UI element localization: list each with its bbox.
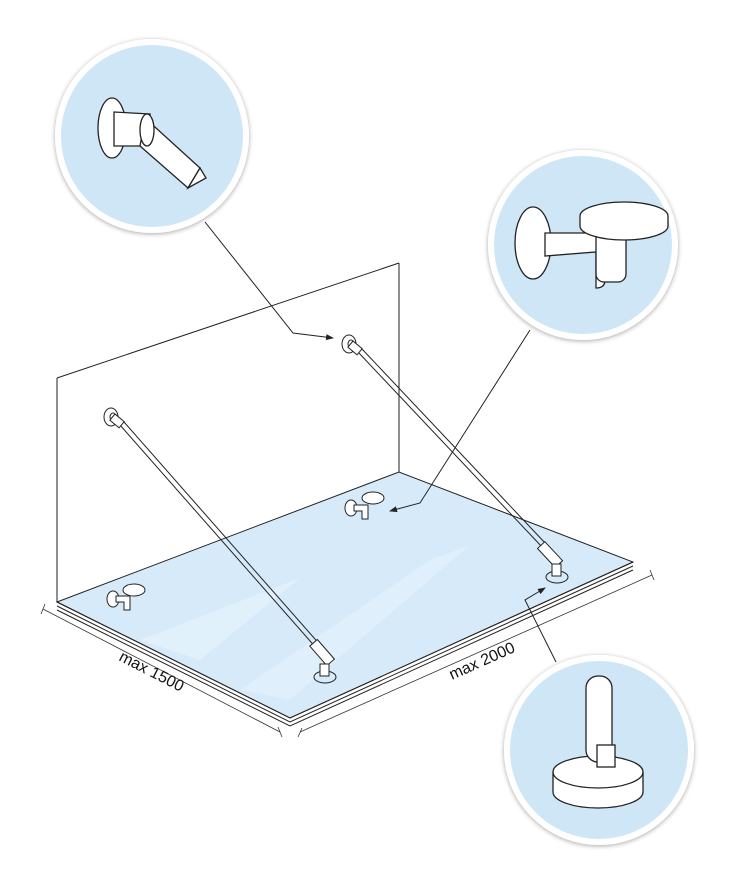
wall <box>56 262 400 602</box>
detail-wall-fitting <box>55 39 249 233</box>
detail-glass-fitting <box>504 655 694 845</box>
glass-panel <box>55 471 635 727</box>
leader-lines <box>204 221 557 663</box>
glass-fitting-front <box>313 663 337 684</box>
dimension-lines <box>40 569 655 738</box>
wall-fitting-right <box>341 334 363 356</box>
support-bracket-left <box>106 583 146 611</box>
support-bracket-right <box>344 491 385 520</box>
tension-rod-left <box>119 421 336 667</box>
wall-fitting-left <box>103 407 125 429</box>
detail-support-bracket <box>488 150 678 340</box>
glass-fitting-back <box>545 563 569 584</box>
